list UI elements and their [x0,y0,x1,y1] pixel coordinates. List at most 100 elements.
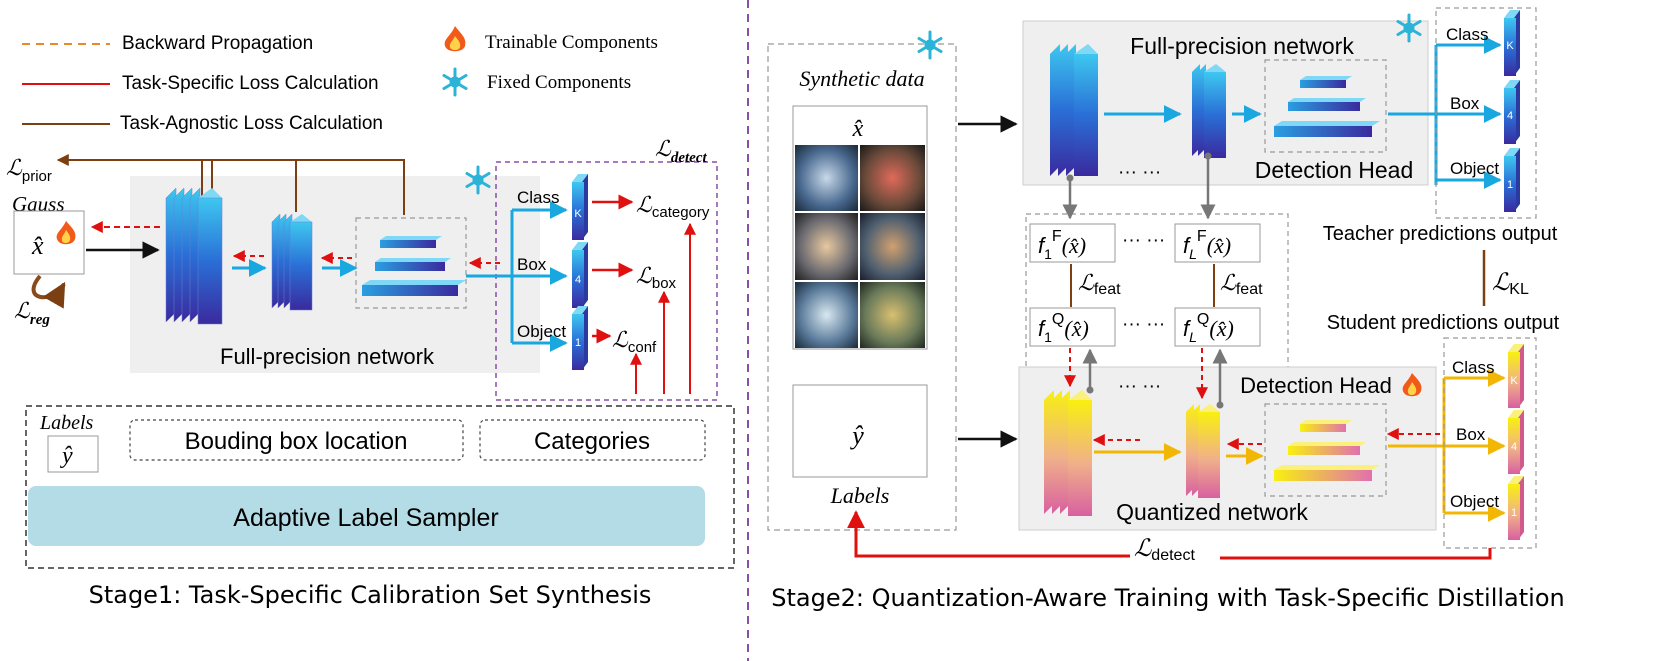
stage2: Synthetic data x̂ ŷ Labels Full-precisio… [767,7,1565,612]
teacher-tensor-4: 4 [1504,80,1520,144]
stage1-y-hat: ŷ [60,443,73,469]
stage1-head-class: Class [517,188,560,207]
student-tensor-k: K [1508,344,1524,408]
stage1-y-hat-box [47,435,99,473]
f1-F-label: f1F(x̂) [1038,228,1086,262]
stage1-caption: Stage1: Task-Specific Calibration Set Sy… [89,581,652,609]
synthetic-image-4 [860,213,925,280]
teacher-tensor-1: 1 [1504,148,1520,212]
stage1-tensor-4: 4 [572,242,588,308]
student-box-label: Box [1456,425,1486,444]
teacher-tensor-k: K [1504,10,1520,76]
quantized-network-label: Quantized network [1116,499,1308,525]
snowflake-icon [442,67,468,97]
teacher-object-label: Object [1450,159,1499,178]
teacher-output-label: Teacher predictions output [1323,223,1558,245]
student-tensor-4: 4 [1508,410,1524,474]
fp-conv-block-1 [1050,44,1098,176]
fL-F-box [1174,223,1261,263]
teacher-box-label: Box [1450,94,1480,113]
feat-dots-bottom: ··· ··· [1122,314,1165,335]
fp-network-label: Full-precision network [1130,33,1354,59]
svg-text:1: 1 [1507,179,1513,191]
stage1-labels-panel [25,405,735,569]
stage1-tensor-k: K [572,174,588,240]
stage1-head-bars [362,236,466,296]
stage1: ℒdetect ℒprior Gauss x̂ ℒreg [6,136,735,609]
prior-loss-line [56,154,405,215]
loss-conf: ℒconf [612,327,657,356]
student-output-box [1443,337,1537,549]
svg-text:4: 4 [575,274,581,286]
fire-icon [1402,373,1422,397]
stage1-loss-detect: ℒdetect [655,136,708,166]
fp-dots: ··· ··· [1118,162,1161,183]
q-dots: ··· ··· [1118,376,1161,397]
student-object-label: Object [1450,492,1499,511]
synthetic-image-2 [860,145,925,211]
snowflake-icon [465,165,491,195]
legend-task-agnostic-label: Task-Agnostic Loss Calculation [120,113,383,134]
stage1-detection-head-box [355,217,467,309]
stage1-tensor-1: 1 [572,306,588,370]
stage1-conv-block-1 [165,187,223,325]
synthetic-image-1 [795,145,858,211]
loss-feat-1: ℒfeat [1078,270,1121,298]
detect-loss-line-right [1220,548,1492,560]
stage1-x-hat-box [13,210,85,275]
categories-box [479,419,706,461]
bbox-location-box [129,419,464,461]
svg-text:K: K [1510,375,1518,387]
f1-Q-box [1029,307,1116,347]
synthetic-data-title: Synthetic data [799,66,924,91]
loss-kl: ℒKL [1492,270,1529,298]
synthetic-image-6 [860,282,925,348]
stage2-y-hat-box [792,384,928,478]
stage1-detect-box [495,161,718,401]
stage2-loss-detect: ℒdetect [1134,536,1195,564]
student-tensor-1: 1 [1508,476,1524,540]
f1-Q-label: f1Q(x̂) [1038,311,1089,345]
stage2-x-hat: x̂ [852,116,864,142]
stage2-caption: Stage2: Quantization-Aware Training with… [771,584,1564,612]
stage1-head-box: Box [517,255,547,274]
q-detection-head-label: Detection Head [1240,373,1392,398]
stage1-head-object: Object [517,322,566,341]
fL-F-label: fLF(x̂) [1183,228,1231,262]
legend-fixed-label: Fixed Components [487,72,631,93]
teacher-output-box [1435,7,1537,219]
categories-label: Categories [534,428,650,455]
synthetic-image-5 [795,282,858,348]
loss-box: ℒbox [636,263,677,292]
legend: Backward Propagation Task-Specific Loss … [22,26,658,134]
svg-text:K: K [574,208,582,220]
stage1-loss-reg: ℒreg [14,298,50,328]
stage1-labels-title: Labels [39,412,94,434]
synthetic-image-grid [795,145,925,348]
fp-head-bars [1274,76,1380,137]
q-conv-block-1 [1044,390,1092,516]
stage1-loss-prior: ℒprior [6,155,52,185]
teacher-class-label: Class [1446,25,1489,44]
legend-trainable-label: Trainable Components [485,32,658,53]
student-output-label: Student predictions output [1327,312,1560,334]
detect-loss-line-left [847,510,1130,558]
feat-dots-top: ··· ··· [1122,230,1165,251]
snowflake-icon [917,30,943,60]
q-detection-head-box [1264,403,1387,497]
loss-category: ℒcategory [636,192,710,221]
loss-feat-2: ℒfeat [1220,270,1263,298]
synthetic-data-panel [767,43,957,531]
fire-icon [56,221,76,245]
stage1-network-label: Full-precision network [220,344,435,369]
fp-detection-head-label: Detection Head [1255,157,1414,183]
stage2-y-hat: ŷ [849,421,864,450]
stage2-labels: Labels [830,483,890,508]
f1-F-box [1029,223,1116,263]
legend-backward-label: Backward Propagation [122,33,313,54]
bbox-location-label: Bouding box location [185,428,408,455]
fL-Q-box [1174,307,1261,347]
q-conv-block-2 [1186,404,1220,498]
svg-text:4: 4 [1507,110,1513,122]
